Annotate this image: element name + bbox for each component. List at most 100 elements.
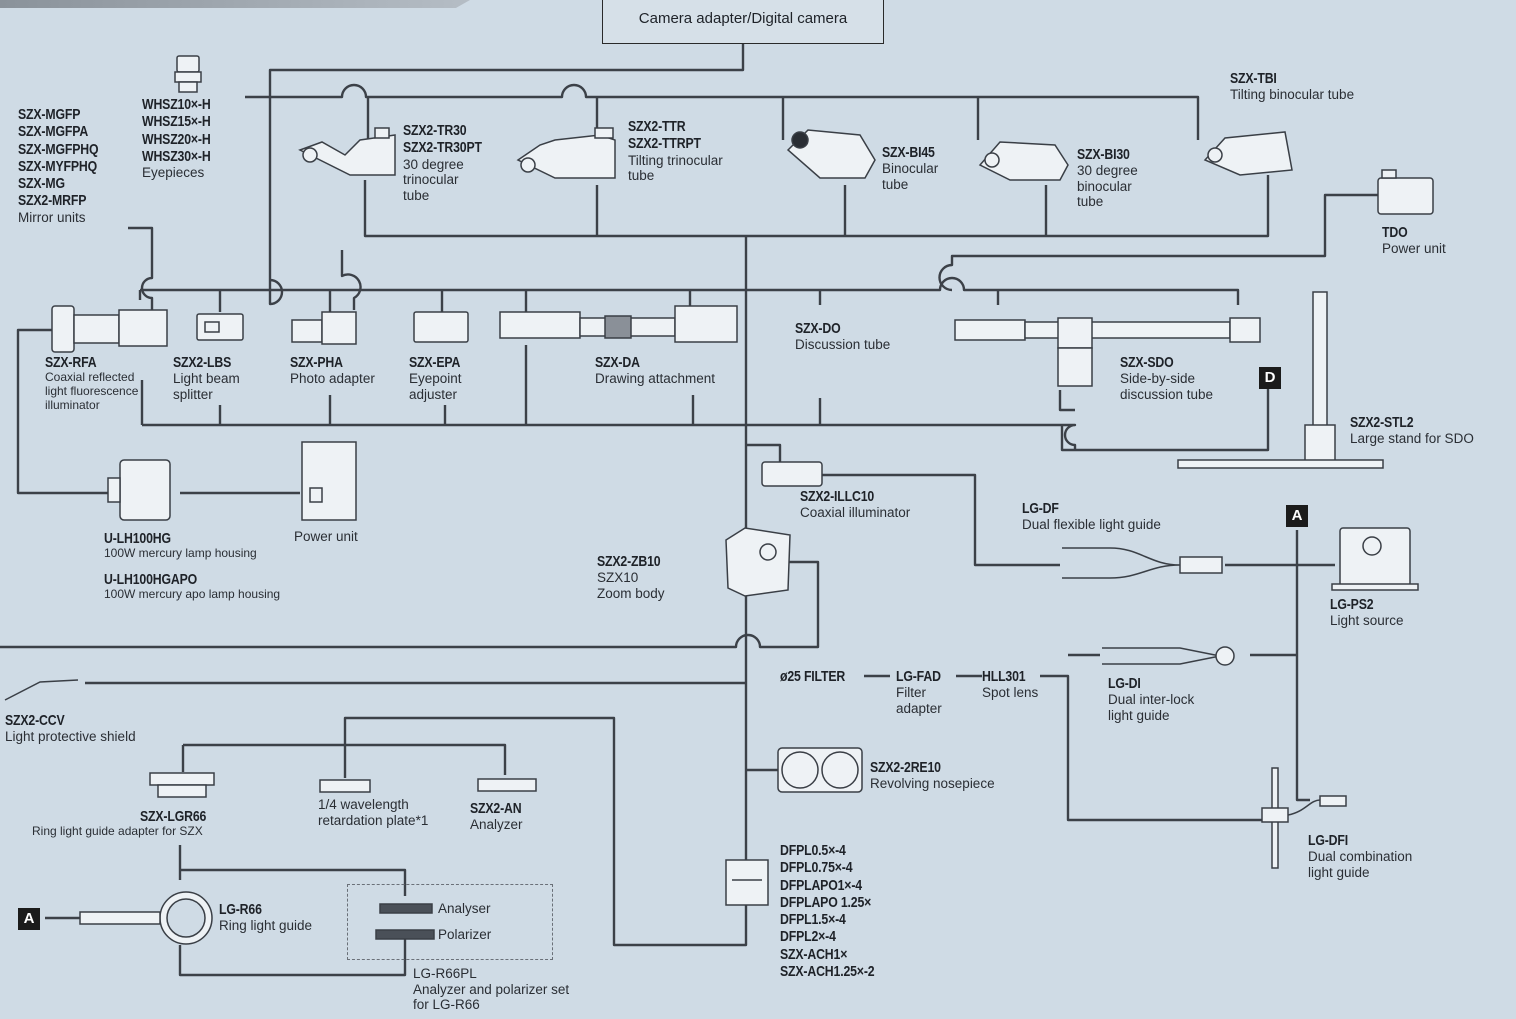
desc-line: adjuster [409,386,458,402]
desc-line: 100W mercury apo lamp housing [104,587,281,602]
code-line: U-LH100HGAPO [104,571,198,588]
code-line: WHSZ20×-H [142,130,211,148]
ttr-shape [516,127,616,179]
tr30-label: SZX2-TR30 SZX2-TR30PT 30 degree trinocul… [403,122,499,203]
wire-sdo-stand [1058,380,1270,452]
code-line: SZX-MGFP [18,106,81,123]
desc-line: Dual combination [1308,849,1413,865]
lgr66-label: SZX-LGR66 Ring light guide adapter for S… [32,808,221,839]
lg-ps2-label: LG-PS2 Light source [1330,596,1404,629]
desc-line: Discussion tube [795,337,891,353]
code-line: U-LH100HG [104,530,171,547]
ttr-label: SZX2-TTR SZX2-TTRPT Tilting trinocular t… [628,118,723,184]
code-line: SZX-BI30 [1077,146,1130,163]
analyser-plate-shape [379,903,433,914]
desc-line: Light beam [173,371,240,387]
code-line: SZX2-TTR [628,118,686,135]
lbs-shape [196,313,244,341]
desc-line: adapter [896,700,942,716]
tdo-shape [1377,169,1434,215]
illc10-label: SZX2-ILLC10 Coaxial illuminator [800,488,910,521]
code-line: TDO [1382,224,1408,241]
tag-a-left: A [18,908,40,930]
wire-accessory-bus [140,276,1240,305]
code-line: SZX2-TTRPT [628,135,701,153]
desc-line: Power unit [294,529,358,544]
code-line: LG-DI [1108,675,1141,692]
code-line: LG-DFI [1308,832,1349,849]
code-line: ø25 FILTER [780,668,846,685]
lg-dfi-shape [1261,767,1347,869]
polarizer-label: Polarizer [438,927,491,943]
desc-line: tube [403,187,430,203]
desc-line: Analyser [438,901,491,916]
desc-line: 1/4 wavelength [318,797,409,812]
desc-line: retardation plate*1 [318,812,429,828]
desc-line: Mirror units [18,209,86,225]
rfa-shape [51,305,168,353]
eyepiece-shape [174,55,202,93]
zoom-body-shape [725,527,791,597]
desc-line: light guide [1108,707,1170,723]
wire-eyepiece-bus [245,83,1200,140]
da-label: SZX-DA Drawing attachment [595,354,715,387]
wire-ring [45,845,407,977]
bi30-shape [978,141,1069,181]
code-line: SZX2-ILLC10 [800,488,875,505]
eyepieces-label: WHSZ10×-H WHSZ15×-H WHSZ20×-H WHSZ30×-H … [142,96,226,181]
nosepiece-shape [777,747,863,793]
epa-shape [413,311,469,343]
lg-df-shape [1062,547,1223,579]
wire-accessory-drops [138,290,822,312]
code-line: SZX-RFA [45,354,97,371]
desc-line: 30 degree [1077,163,1138,179]
lh100-label: U-LH100HG 100W mercury lamp housing [104,530,257,561]
ccv-label: SZX2-CCV Light protective shield [5,712,136,745]
lg-di-shape [1102,646,1235,666]
bi30-label: SZX-BI30 30 degree binocular tube [1077,146,1141,210]
desc-line: Photo adapter [290,371,375,387]
lamp-housing-shape [107,459,171,521]
ring-guide-shape [79,891,213,945]
desc-line: Light source [1330,613,1404,629]
code-line: LG-PS2 [1330,596,1374,613]
code-line: SZX-PHA [290,354,343,371]
code-line: SZX-SDO [1120,354,1174,371]
lg-di-label: LG-DI Dual inter-lock light guide [1108,675,1194,723]
desc-line: Analyzer [470,817,523,833]
wire-accessory-lower [140,345,1077,450]
desc-line: SZX10 [597,570,639,586]
wire-illc10 [746,443,1060,567]
da-shape [499,305,738,343]
hll301-label: HLL301 Spot lens [982,668,1038,701]
desc-line: light fluorescence [45,384,139,399]
desc-line: Coaxial illuminator [800,505,911,521]
wire-tdo [938,193,1378,292]
desc-line: trinocular [403,172,459,188]
wire-tube-bus [363,175,1270,238]
code-line: DFPLAPO1×-4 [780,876,862,894]
rfa-label: SZX-RFA Coaxial reflected light fluoresc… [45,354,138,413]
desc-line: Dual inter-lock [1108,692,1195,708]
analyser-label: Analyser [438,901,491,917]
desc-line: Tilting binocular tube [1230,87,1355,103]
tr30-shape [298,127,396,176]
quarter-plate-shape [319,779,371,793]
code-line: SZX-LGR66 [140,808,207,825]
desc-line: Tilting trinocular [628,152,723,168]
wire-filter-chain [864,653,1262,822]
wire-tube-drops [366,97,980,150]
code-line: SZX-DO [795,320,841,337]
code-line: SZX-MG [18,175,65,192]
desc-line: Side-by-side [1120,371,1196,387]
desc-line: Polarizer [438,927,492,942]
code-line: WHSZ15×-H [142,113,211,131]
code-line: DFPLAPO 1.25× [780,893,872,911]
lbs-label: SZX2-LBS Light beam splitter [173,354,244,402]
code-line: SZX2-STL2 [1350,414,1414,431]
desc-line: Eyepoint [409,371,462,387]
illc10-shape [761,461,823,487]
r66-label: LG-R66 Ring light guide [219,901,312,934]
r66pl-label: LG-R66PL Analyzer and polarizer set for … [413,966,569,1013]
desc-line: Dual flexible light guide [1022,517,1161,533]
